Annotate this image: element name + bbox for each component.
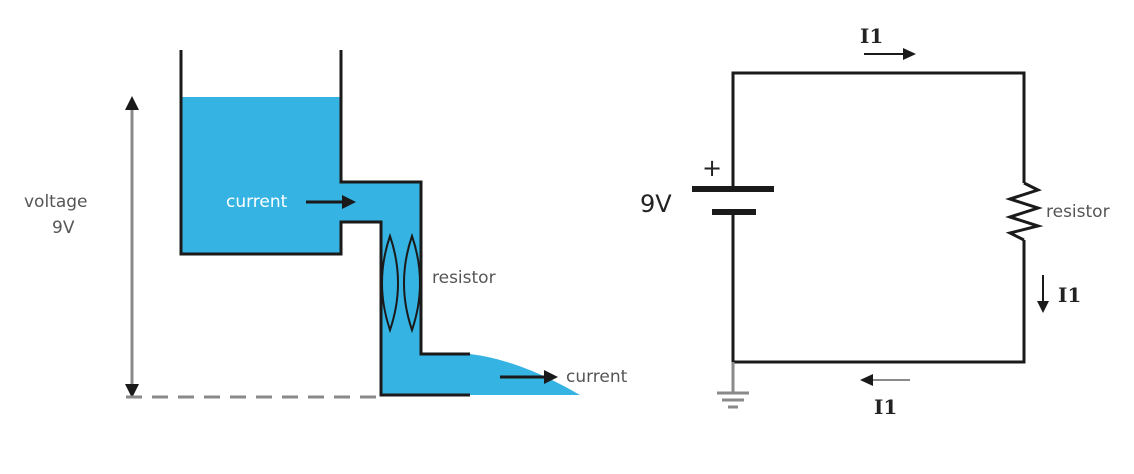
current-label-bottom: current (566, 367, 628, 387)
tank-right-wall (339, 50, 470, 356)
circuit-wire-left-top (731, 71, 1026, 187)
voltage-label: voltage (24, 192, 88, 212)
circuit-resistor-label: resistor (1046, 202, 1110, 222)
battery-plus-label: + (702, 154, 722, 182)
current-arrow-top-icon (342, 195, 356, 209)
battery-voltage-label: 9V (640, 190, 672, 218)
voltage-value-label: 9V (52, 218, 75, 238)
voltage-arrow-down-icon (125, 384, 139, 398)
circuit-panel: 9V + resistor I1 I1 I1 (640, 24, 1110, 419)
current-arrow-circuit-top-icon (903, 48, 916, 60)
outflow-water (421, 354, 580, 395)
tank-water (181, 97, 341, 254)
water-analogy-panel: voltage 9V current resistor current (24, 50, 628, 399)
ground-icon (717, 362, 749, 409)
pipe-resistor-label: resistor (432, 268, 496, 288)
current-arrow-circuit-bottom-icon (860, 374, 873, 386)
pipe-resistor-shape (381, 232, 421, 334)
circuit-wire-right-bottom (731, 213, 1026, 364)
current-label-circuit-right: I1 (1058, 283, 1081, 307)
current-arrow-circuit-right-icon (1037, 301, 1049, 313)
voltage-arrow-up-icon (125, 96, 139, 110)
current-label-circuit-top: I1 (860, 24, 883, 48)
tank-walls (179, 50, 470, 397)
resistor-icon (1005, 181, 1044, 242)
current-label-top: current (226, 192, 288, 212)
pipe-water (381, 182, 421, 395)
current-label-circuit-bottom: I1 (874, 395, 897, 419)
current-arrow-bottom-icon (544, 370, 558, 384)
